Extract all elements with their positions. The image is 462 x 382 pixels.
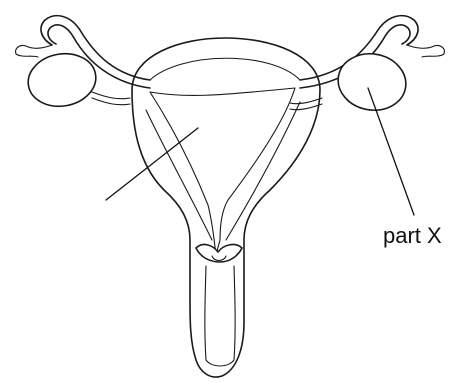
right-ovary <box>290 49 410 116</box>
cervix <box>196 245 242 262</box>
uterus <box>132 38 320 377</box>
unlabeled-pointer-line <box>106 128 198 200</box>
part-x-label: part X <box>383 223 442 248</box>
vagina <box>205 266 235 366</box>
left-ovary <box>24 48 130 111</box>
